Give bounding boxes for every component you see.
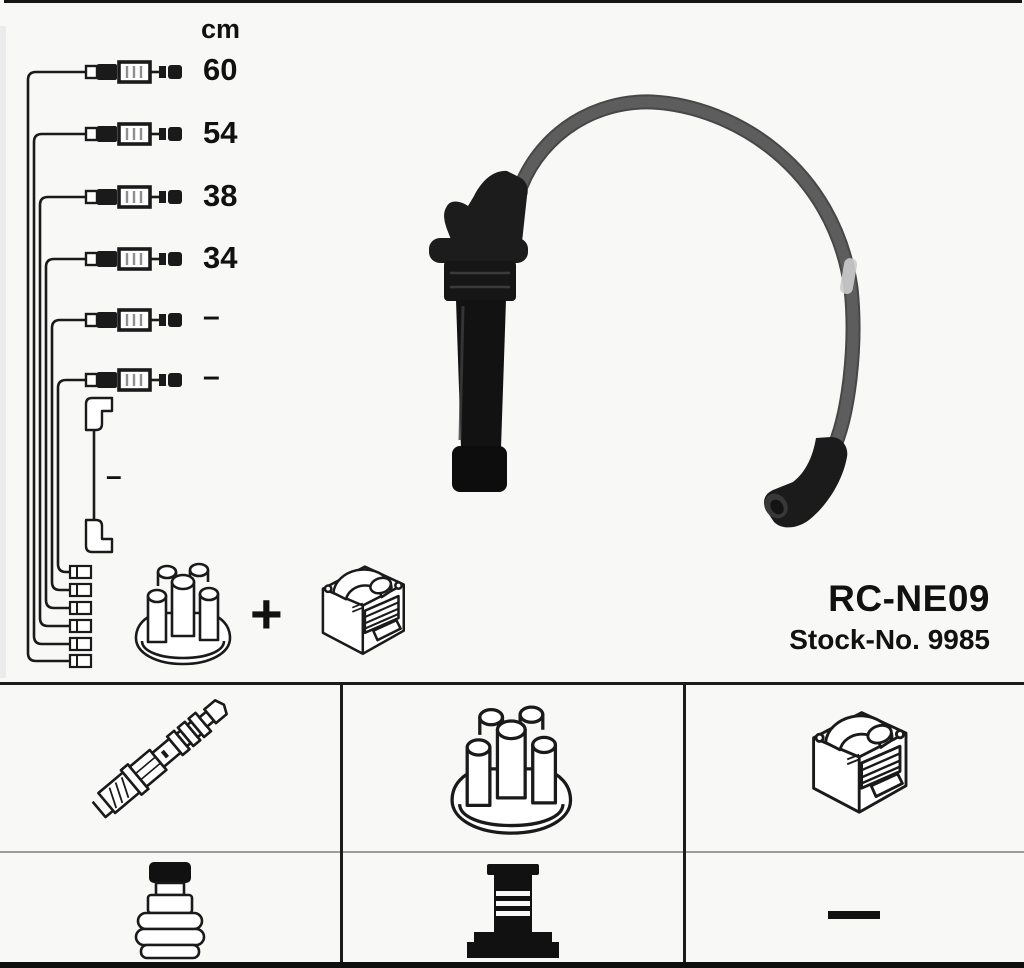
ignition-coil-icon xyxy=(812,711,908,814)
wire-elbow-boot xyxy=(764,437,848,528)
coil-wire-length: – xyxy=(106,460,122,491)
grid-top-line xyxy=(0,682,1024,685)
terminal-nut-icon xyxy=(134,862,206,960)
terminal-stack xyxy=(68,564,93,669)
distributor-cap-small-icon xyxy=(134,562,232,666)
coil-wire xyxy=(84,396,114,554)
product-photo xyxy=(429,94,861,528)
wire-length-6: – xyxy=(203,360,220,393)
spark-plug-icon xyxy=(91,699,228,819)
wire-set-diagram xyxy=(26,70,88,663)
product-code: RC-NE09 xyxy=(828,578,990,619)
wire-length-5: – xyxy=(203,300,220,333)
distributor-cap-icon xyxy=(450,705,573,835)
grid-middle-line xyxy=(0,851,1024,853)
spark-plug-boot xyxy=(429,170,528,492)
dash-icon xyxy=(828,911,880,919)
wire-highlight xyxy=(839,258,858,294)
plug-wire xyxy=(513,94,861,460)
wire-connectors xyxy=(84,60,184,392)
wire-length-4: 34 xyxy=(203,240,238,275)
left-scan-gutter xyxy=(0,26,6,678)
grid-bottom-line xyxy=(0,962,1024,968)
grid-vertical-line-1 xyxy=(340,683,343,964)
length-unit-header: cm xyxy=(201,14,241,44)
ignition-coil-small-icon xyxy=(321,565,406,656)
wire-length-1: 60 xyxy=(203,52,238,87)
wire-length-3: 38 xyxy=(203,178,238,213)
stock-number: Stock-No. 9985 xyxy=(789,624,990,655)
grid-vertical-line-2 xyxy=(683,683,686,964)
coil-connector-icon xyxy=(467,864,559,958)
wire-length-2: 54 xyxy=(203,115,238,150)
top-border-line xyxy=(4,0,1022,3)
plus-sign: + xyxy=(250,582,283,645)
